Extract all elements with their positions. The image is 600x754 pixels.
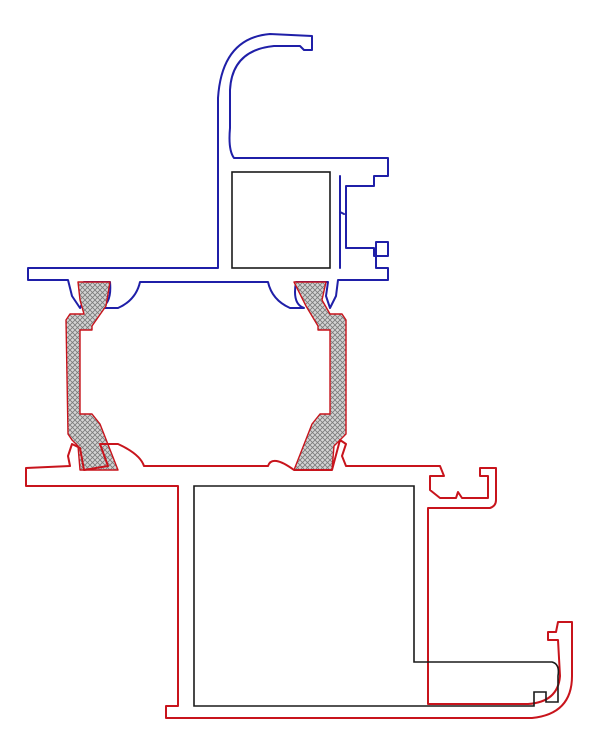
upper-glazing-chamber [231,171,331,269]
lower-hollow-chamber [193,485,560,707]
lower-frame-profile [25,439,573,719]
thermal-break-right-strip [293,281,347,471]
thermal-break-left [65,281,119,471]
upper-profile-outline [27,33,389,309]
upper-sash-profile [27,33,389,309]
upper-flange-slot [339,175,345,269]
thermal-break-left-strip [65,281,119,471]
lower-profile-outline [25,439,573,719]
thermal-break-right [293,281,347,471]
